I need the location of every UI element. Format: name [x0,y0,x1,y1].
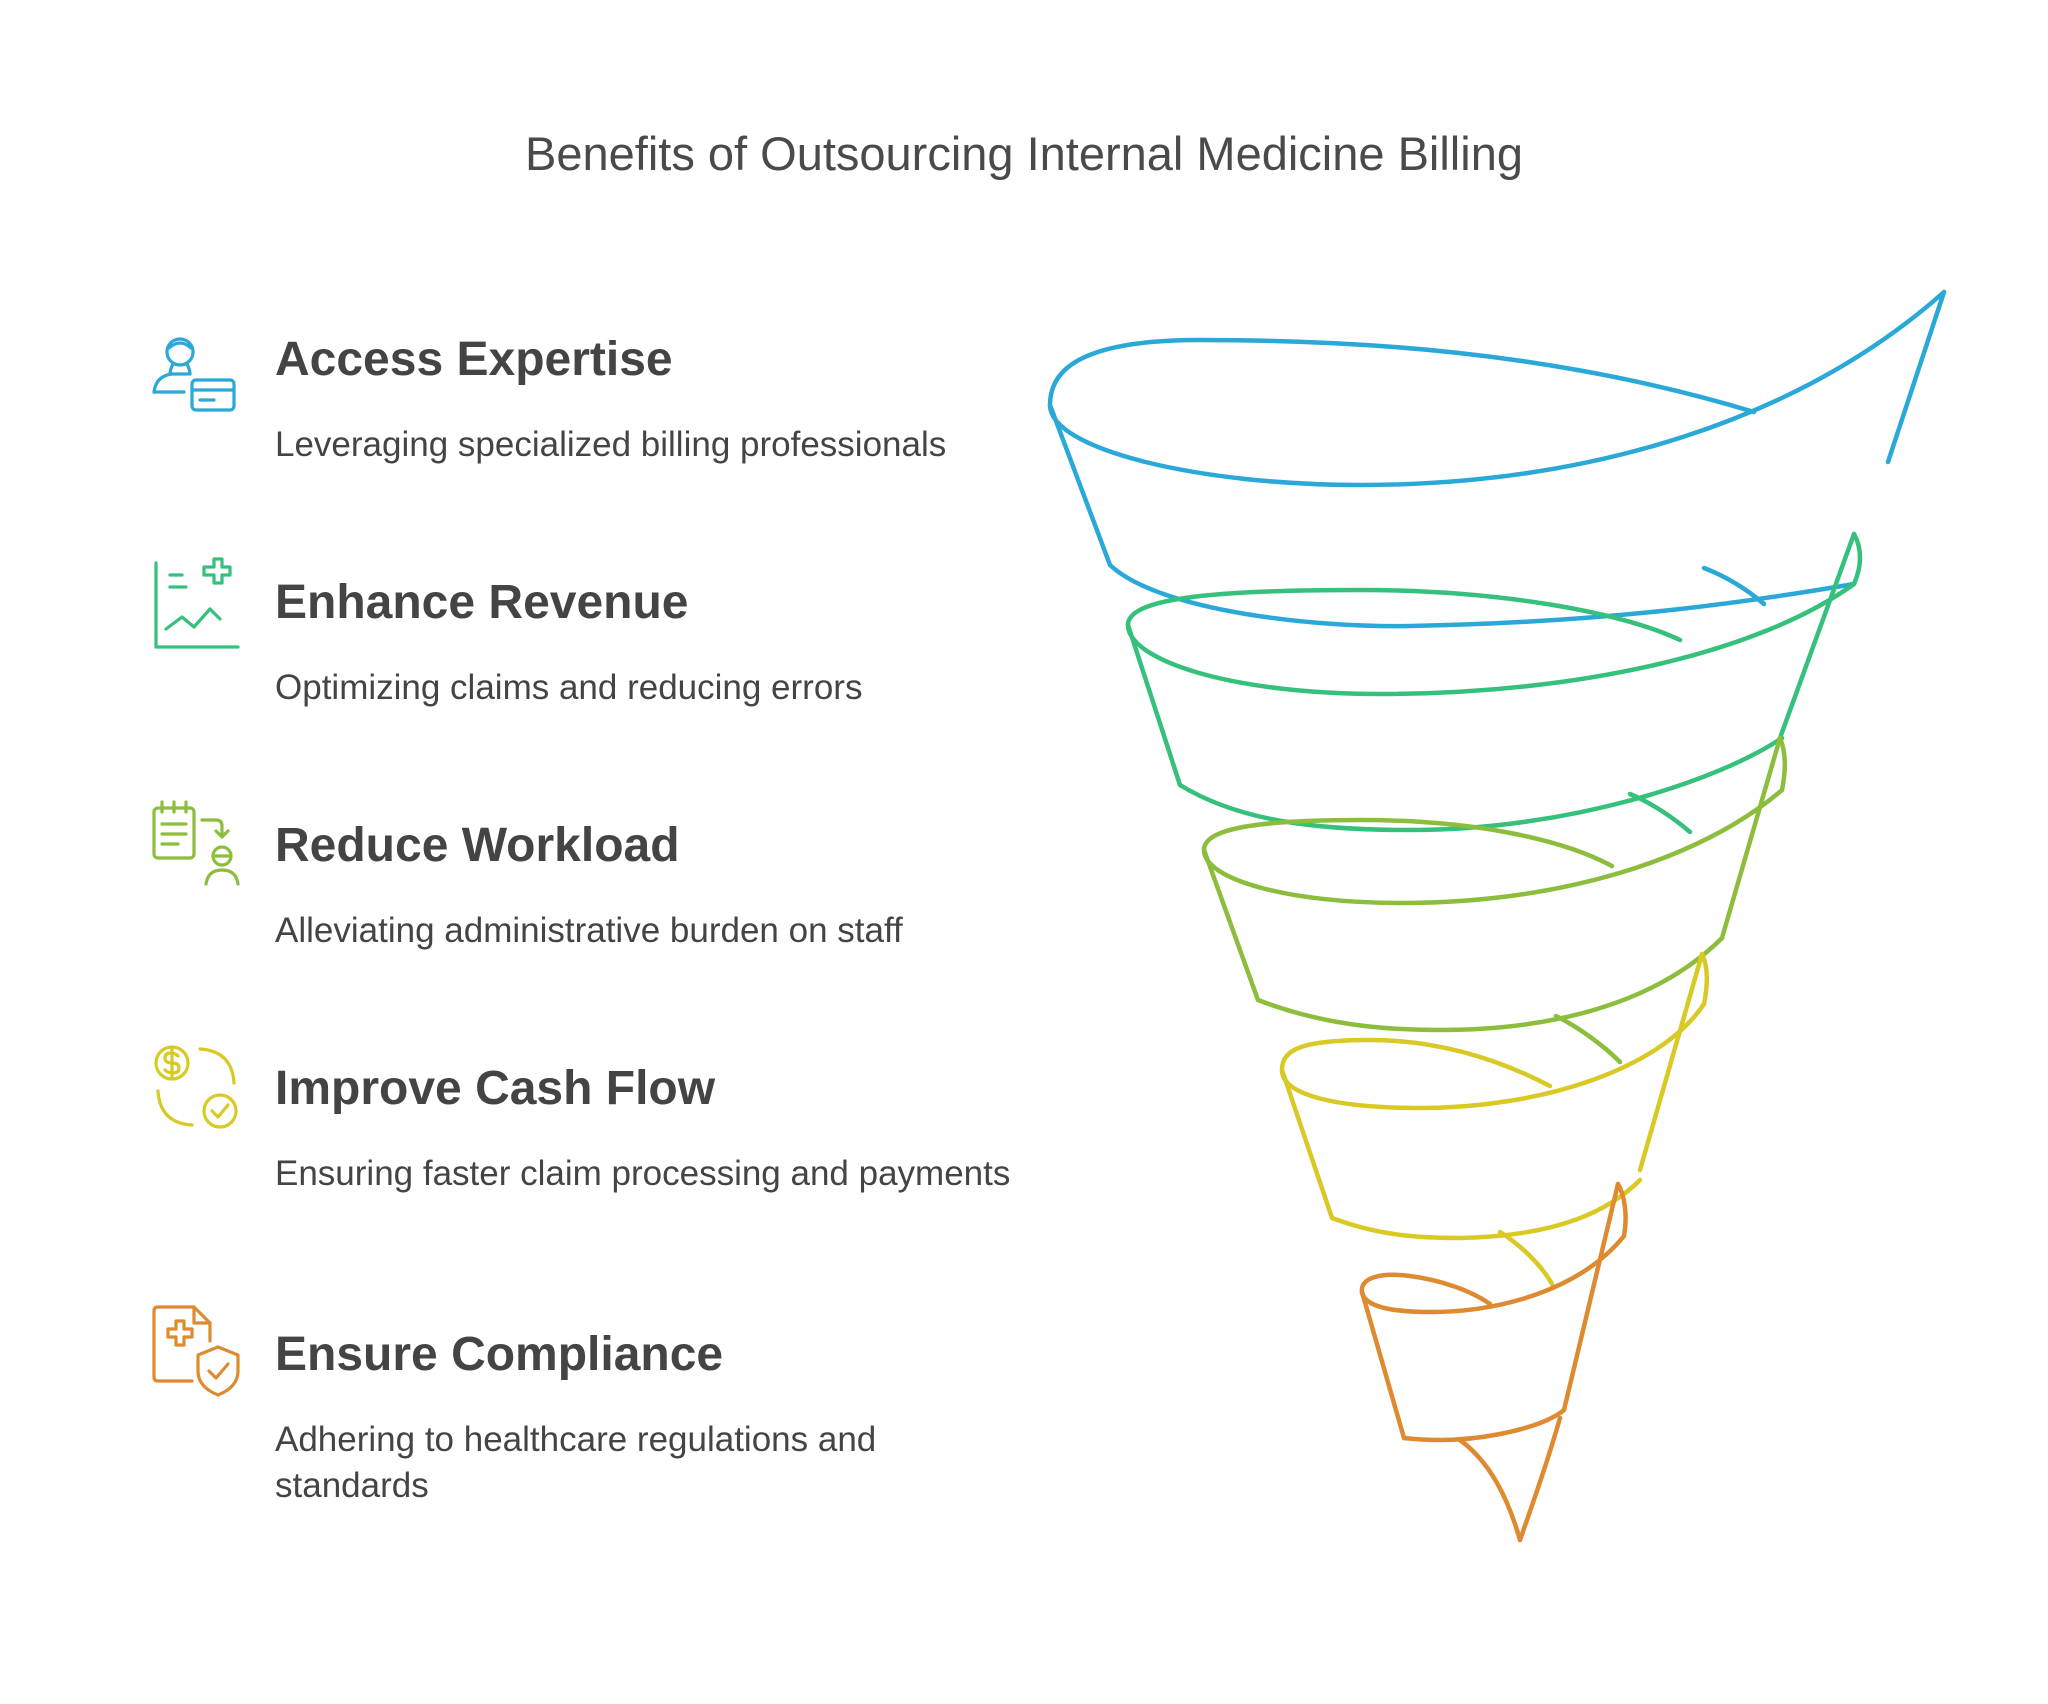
revenue-chart-plus-icon [148,557,244,653]
money-cycle-check-icon [148,1039,244,1135]
benefit-description: Leveraging specialized billing professio… [275,425,947,464]
benefit-heading: Enhance Revenue [275,576,689,629]
benefit-heading: Ensure Compliance [275,1328,724,1381]
funnel-band-reduce-workload [1201,735,1787,1065]
benefit-description: Alleviating administrative burden on sta… [275,911,903,950]
benefit-heading: Access Expertise [275,333,673,386]
clipboard-transfer-person-icon [148,798,244,894]
professional-with-id-card-icon [148,330,244,426]
funnel-band-ensure-compliance [1359,1181,1628,1543]
page-title: Benefits of Outsourcing Internal Medicin… [525,127,1523,180]
funnel-band-improve-cash-flow [1279,951,1709,1287]
benefit-heading: Improve Cash Flow [275,1062,716,1115]
benefit-description: Optimizing claims and reducing errors [275,668,863,707]
benefit-description: Ensuring faster claim processing and pay… [275,1154,1011,1193]
benefit-description: Adhering to healthcare regulations and s… [275,1420,877,1505]
document-shield-icon [148,1303,244,1399]
funnel-band-enhance-revenue [1125,531,1863,835]
benefit-heading: Reduce Workload [275,819,680,872]
funnel-band-access-expertise [1047,289,1947,629]
